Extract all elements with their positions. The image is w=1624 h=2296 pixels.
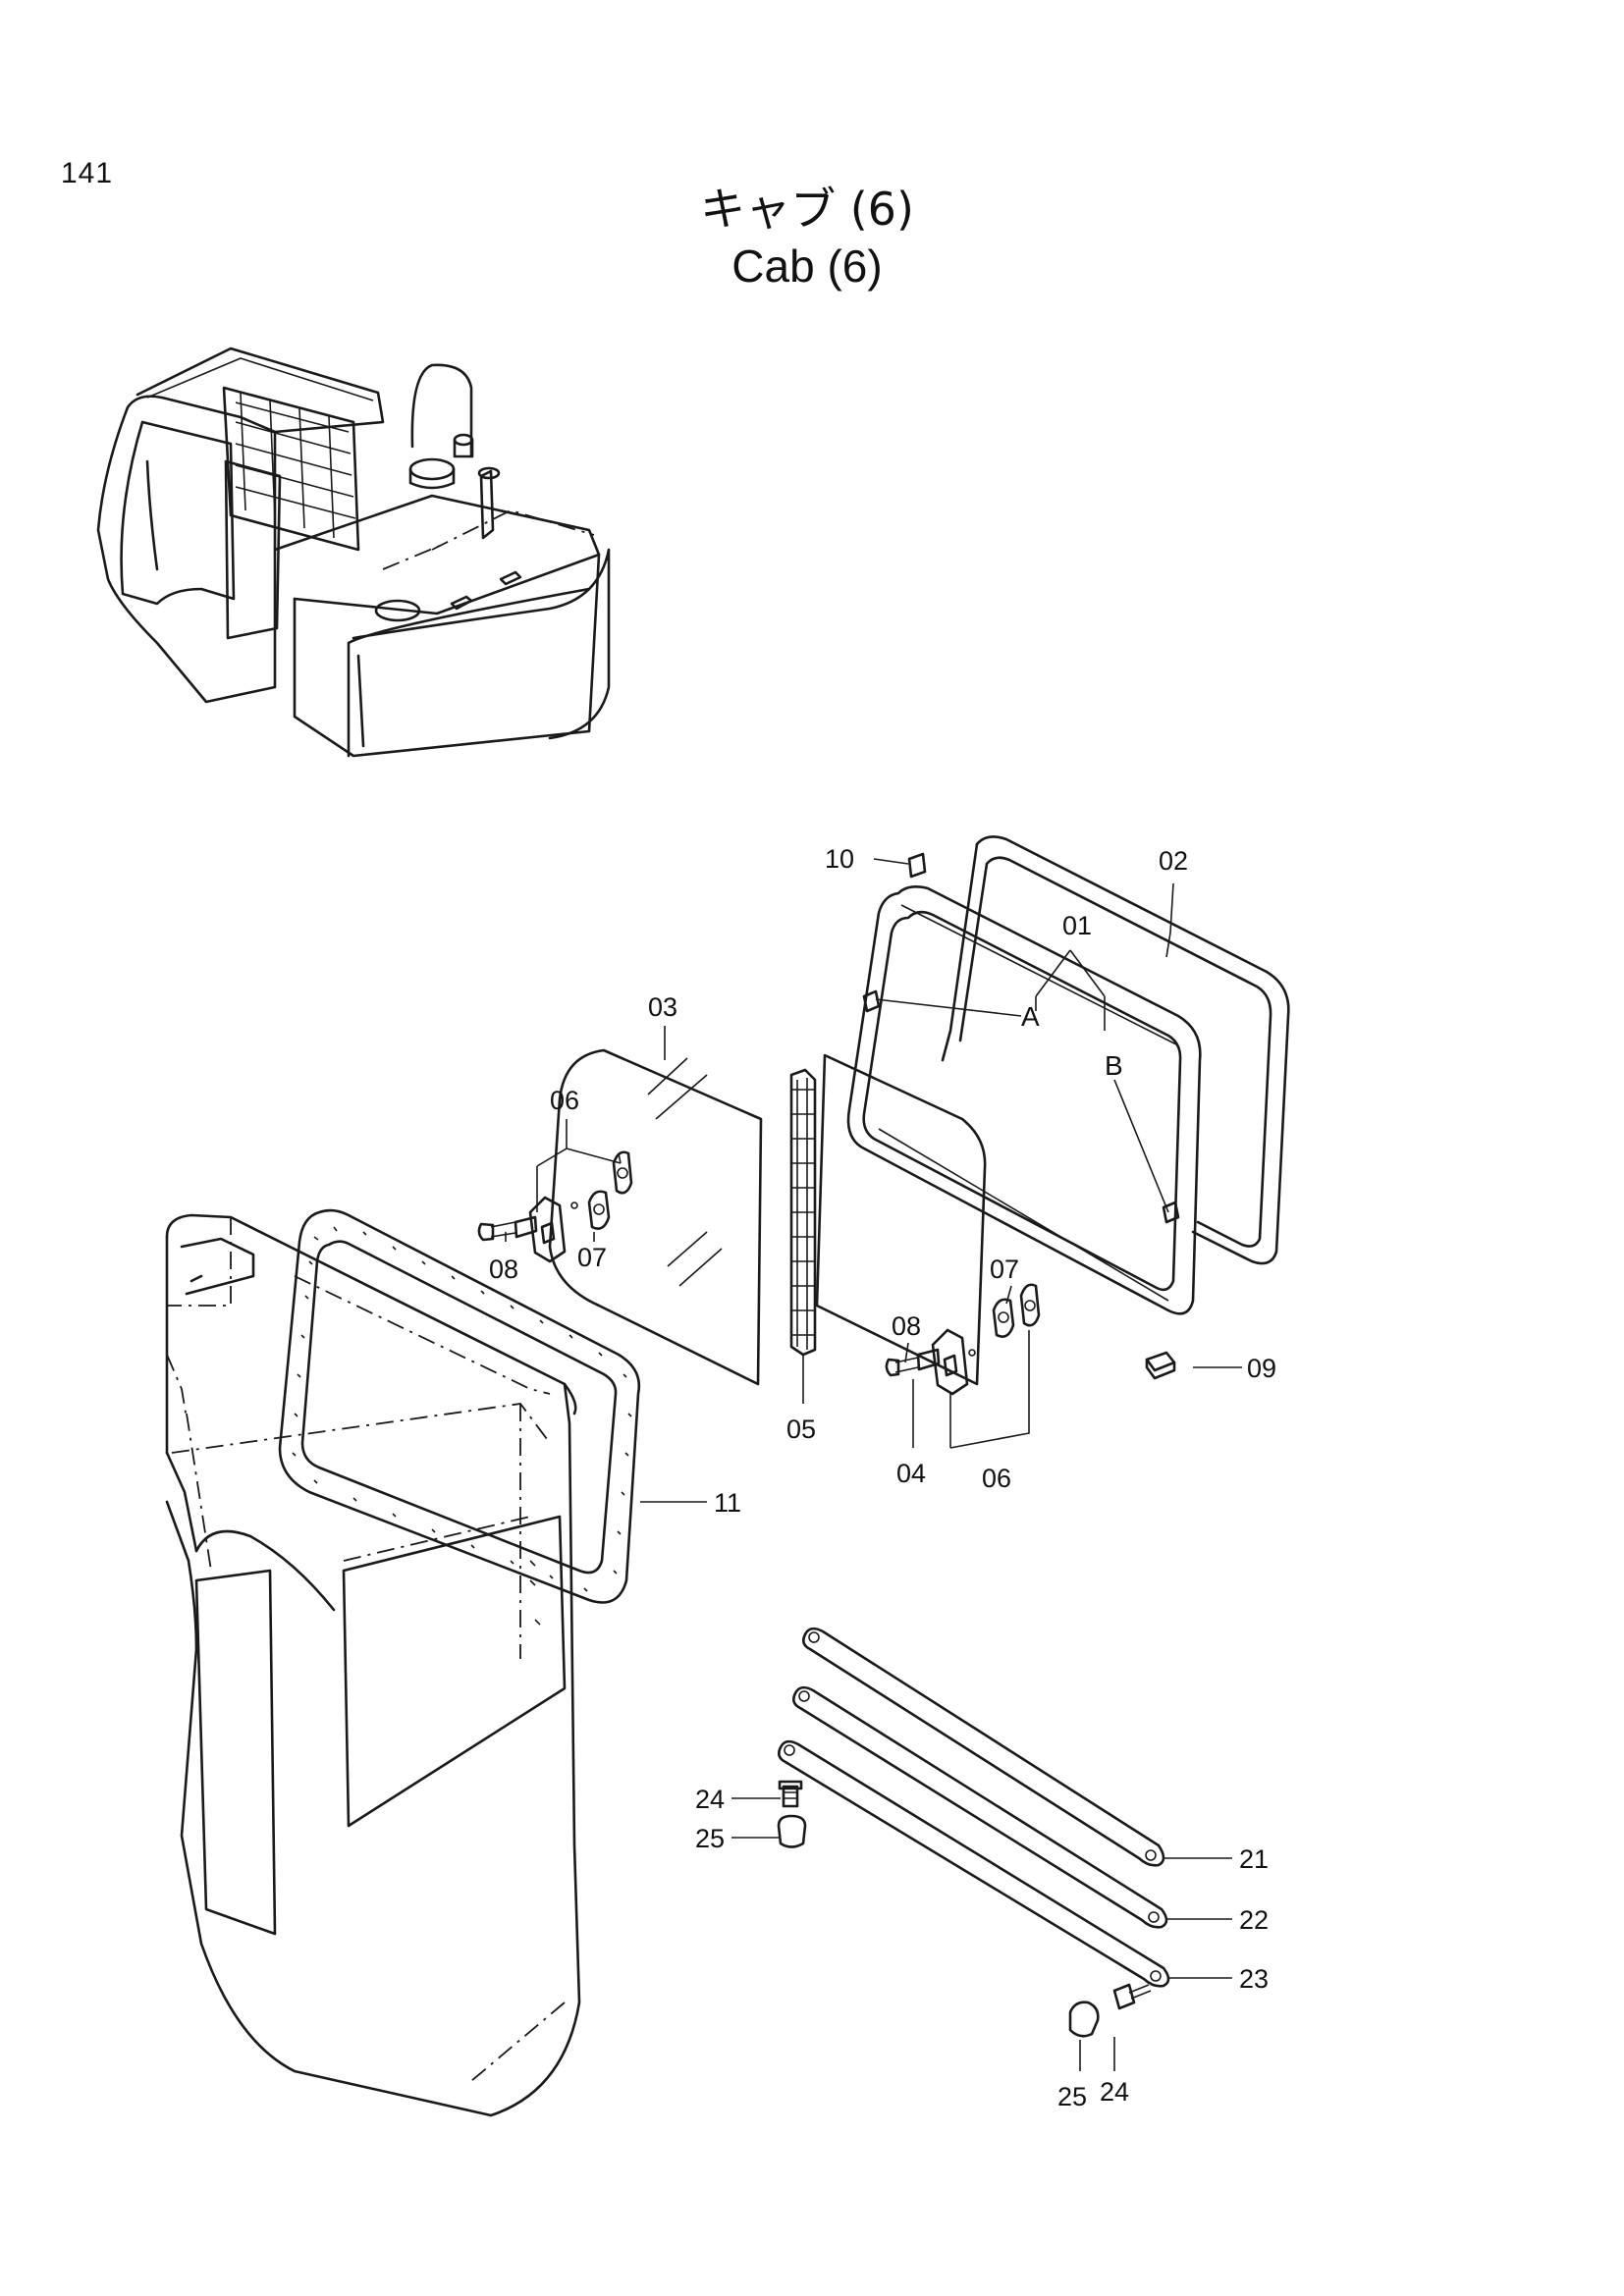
part-03-fixed-glass [548,1048,763,1386]
label-04: 04 [896,1459,926,1488]
stay-bars [778,1627,1170,1988]
label-21: 21 [1239,1844,1269,1874]
label-05: 05 [786,1415,816,1444]
part-01-window-frame [846,885,1202,1315]
label-03: 03 [648,992,677,1022]
label-06-left: 06 [550,1086,579,1115]
part-02-weatherstrip [941,835,1290,1265]
part-11-window-seal [278,1208,641,1604]
part-05-sash-rail [789,1068,817,1357]
label-02: 02 [1159,846,1188,876]
label-06-right: 06 [982,1464,1011,1493]
label-25-right: 25 [1057,2082,1087,2111]
label-24-right: 24 [1100,2077,1129,2107]
label-08-right: 08 [892,1311,921,1341]
label-01: 01 [1062,911,1092,940]
left-latch-assembly [477,1150,633,1263]
label-09: 09 [1247,1354,1276,1383]
overview-machine-illustration [96,347,611,758]
label-10: 10 [825,844,854,874]
label-24-left: 24 [695,1785,725,1814]
label-22: 22 [1239,1905,1269,1935]
cab-body-outline [165,1213,581,2117]
bolts-and-caps [777,1780,1152,2038]
title-japanese: キャブ (6) [700,183,914,236]
detail-label-a: A [1021,1001,1040,1032]
part-04-sliding-glass [815,1053,987,1386]
label-08-left: 08 [489,1255,518,1284]
title-english: Cab (6) [731,240,883,292]
stoppers [907,852,1176,1380]
label-07-left: 07 [577,1243,607,1272]
leader-lines [505,858,1242,2071]
callout-labels: 01 02 03 04 05 06 06 07 07 08 08 09 10 1… [489,844,1276,2111]
label-25-left: 25 [695,1824,725,1853]
detail-label-b: B [1105,1050,1123,1081]
label-23: 23 [1239,1964,1269,1994]
label-11: 11 [714,1488,741,1518]
label-07-right: 07 [990,1255,1019,1284]
right-latch-assembly [885,1283,1041,1396]
page-number: 141 [61,157,114,189]
title-block: キャブ (6) Cab (6) [0,182,1624,294]
